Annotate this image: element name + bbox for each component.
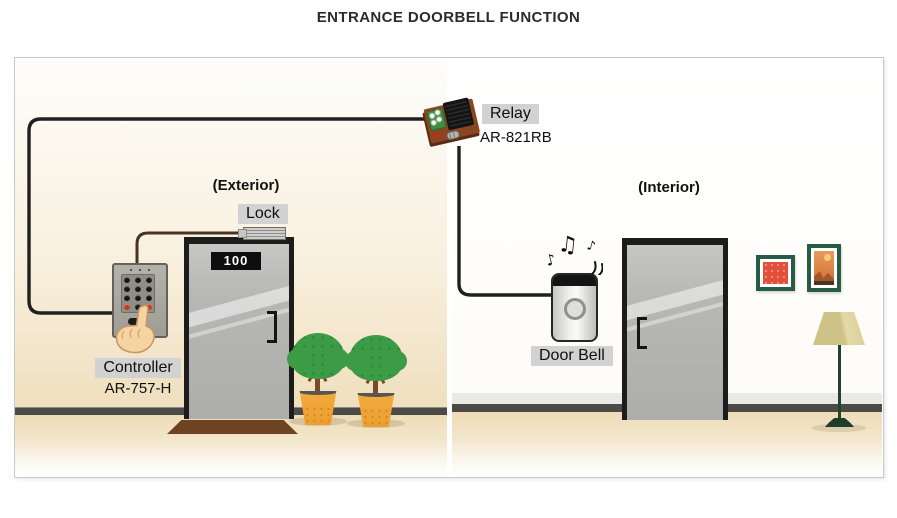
interior-door-handle bbox=[637, 317, 647, 349]
plant-trunk bbox=[373, 378, 378, 396]
plant-foliage bbox=[345, 335, 407, 381]
keypad-button bbox=[135, 286, 141, 292]
door-number: 100 bbox=[223, 253, 249, 268]
doorbell-label: Door Bell bbox=[531, 346, 613, 366]
floor-lamp bbox=[812, 312, 866, 434]
relay-module bbox=[418, 92, 482, 152]
potted-plant bbox=[287, 333, 349, 427]
lock-device bbox=[238, 227, 286, 240]
picture-mat bbox=[760, 259, 791, 287]
doorbell-button bbox=[563, 298, 586, 320]
interior-section-label: (Interior) bbox=[638, 179, 700, 196]
exterior-door: 100 bbox=[184, 237, 294, 419]
sun-icon bbox=[824, 254, 831, 261]
page-title: ENTRANCE DOORBELL FUNCTION bbox=[316, 9, 581, 26]
pointing-hand-icon bbox=[115, 304, 155, 354]
keypad-button bbox=[124, 286, 130, 292]
door-number-sign: 100 bbox=[211, 252, 261, 270]
potted-plant bbox=[345, 335, 407, 429]
plant-trunk bbox=[315, 376, 320, 394]
picture-mat bbox=[811, 248, 837, 288]
ground bbox=[814, 281, 834, 285]
interior-door-leaf bbox=[627, 245, 723, 420]
relay-caption: Relay bbox=[482, 104, 539, 124]
lock-caption: Lock bbox=[238, 204, 288, 224]
lamp-shade bbox=[813, 312, 865, 345]
relay-model: AR-821RB bbox=[480, 129, 552, 146]
plant-pot bbox=[357, 393, 395, 427]
plant-foliage bbox=[287, 333, 349, 379]
controller-model: AR-757-H bbox=[104, 380, 172, 397]
wall-picture-landscape bbox=[807, 244, 841, 292]
keypad-button bbox=[124, 295, 130, 301]
sound-waves-icon bbox=[591, 261, 603, 275]
picture-art-red bbox=[763, 262, 788, 284]
doorbell-top-band bbox=[553, 275, 596, 286]
doormat bbox=[167, 420, 298, 434]
lamp-pole bbox=[838, 345, 841, 425]
plant-pot bbox=[299, 391, 337, 425]
exterior-door-handle bbox=[267, 311, 277, 343]
controller-screws bbox=[139, 269, 141, 271]
lamp-base bbox=[825, 418, 854, 427]
wall-picture-square bbox=[756, 255, 795, 291]
music-note-icon: ♫ bbox=[556, 232, 580, 259]
doorbell-caption: Door Bell bbox=[531, 346, 613, 366]
interior-floor bbox=[452, 412, 882, 475]
picture-art-landscape bbox=[814, 251, 834, 285]
keypad-button bbox=[135, 277, 141, 283]
relay-label: Relay bbox=[482, 104, 539, 124]
lamp-shadow bbox=[812, 424, 866, 432]
keypad-button bbox=[146, 295, 152, 301]
interior-door bbox=[622, 238, 728, 420]
keypad-button bbox=[135, 295, 141, 301]
exterior-door-leaf: 100 bbox=[189, 244, 289, 419]
keypad-button bbox=[124, 277, 130, 283]
keypad-button bbox=[146, 277, 152, 283]
doorbell bbox=[551, 273, 598, 342]
controller-label: Controller bbox=[95, 358, 181, 378]
controller-caption: Controller AR-757-H bbox=[85, 358, 191, 397]
exterior-section-label: (Exterior) bbox=[212, 177, 280, 194]
keypad-button bbox=[146, 286, 152, 292]
lock-label: Lock bbox=[238, 204, 288, 224]
